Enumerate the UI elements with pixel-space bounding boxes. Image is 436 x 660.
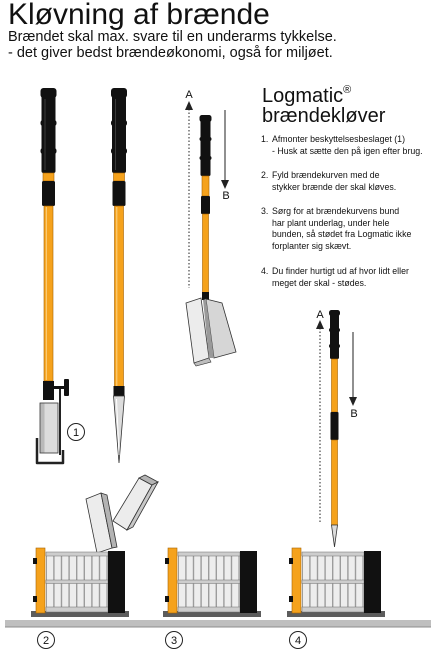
step-line: bunden, så stødet fra Logmatic ikke [272,229,412,239]
instruction-step-3: 3. Sørg for at brændekurvens bund har pl… [261,206,433,256]
step-line: Du finder hurtigt ud af hvor lidt eller [272,266,409,276]
step-text: Sørg for at brændekurvens bund har plant… [272,206,411,252]
spike-blade [113,395,125,464]
figure-number-4: 4 [289,631,307,649]
arrow-label-b: B [222,190,229,202]
instruction-step-1: 1. Afmonter beskyttelsesbeslaget (1) - H… [261,134,433,184]
step-line: Afmonter beskyttelsesbeslaget (1) [272,134,405,144]
arrow-label-a: A [185,89,193,101]
registered-trademark: ® [343,84,352,96]
step-text: Afmonter beskyttelsesbeslaget (1) - Husk… [272,134,423,157]
arrow-down-icon [349,332,357,406]
product-name-line: Logmatic® [262,84,385,107]
figure-number-2-text: 2 [43,635,49,647]
arrow-up-icon [316,320,324,523]
step-line: - Husk at sætte den på igen efter brug. [272,145,423,156]
step-number: 4. [261,266,269,276]
step-line: forplanter sig skævt. [272,240,352,251]
figure-number-3: 3 [165,631,183,649]
subtitle-line-1: Brændet skal max. svare til en underarms… [8,29,337,45]
log-splitter-splitting-log [185,115,237,367]
product-heading: Logmatic® brændekløver [262,84,386,127]
step-line: har plant underlag, under hele [272,217,390,228]
step-number: 3. [261,206,269,216]
ground [5,620,431,628]
step-number: 1. [261,134,269,144]
log-splitter-with-spike [111,88,127,464]
step-text: Du finder hurtigt ud af hvor lidt eller … [272,266,409,289]
step-text: Fyld brændekurven med de stykker brænde … [272,170,396,193]
firewood-basket-2 [163,547,261,617]
step-line: Sørg for at brændekurvens bund [272,206,400,216]
spike-blade-small [331,524,338,548]
instruction-step-4: 4. Du finder hurtigt ud af hvor lidt ell… [261,266,433,316]
log-splitter-striking [329,310,340,548]
page-title: Kløvning af brænde [8,0,270,31]
arrow-up-icon [185,101,193,288]
step-number: 2. [261,170,269,180]
split-log-pieces [85,474,159,554]
product-name: Logmatic [262,85,344,107]
figure-number-1: 1 [67,423,85,441]
firewood-basket-1 [31,547,129,617]
step-line: stykker brænde der skal kløves. [272,181,397,192]
step-line: Fyld brændekurven med de [272,170,380,180]
figure-number-2: 2 [37,631,55,649]
log-splitter-with-guard [35,88,69,465]
arrow-label-a: A [316,309,324,321]
step-line: meget der skal - stødes. [272,277,367,288]
arrow-label-b: B [350,408,357,420]
figure-number-3-text: 3 [171,635,177,647]
product-type: brændekløver [262,105,386,127]
arrow-down-icon [221,110,229,189]
figure-number-1-text: 1 [73,427,79,439]
firewood-basket-3 [287,547,385,617]
instruction-step-2: 2. Fyld brændekurven med de stykker bræn… [261,170,433,220]
subtitle-line-2: - det giver bedst brændeøkonomi, også fo… [8,45,333,61]
figure-number-4-text: 4 [295,635,301,647]
